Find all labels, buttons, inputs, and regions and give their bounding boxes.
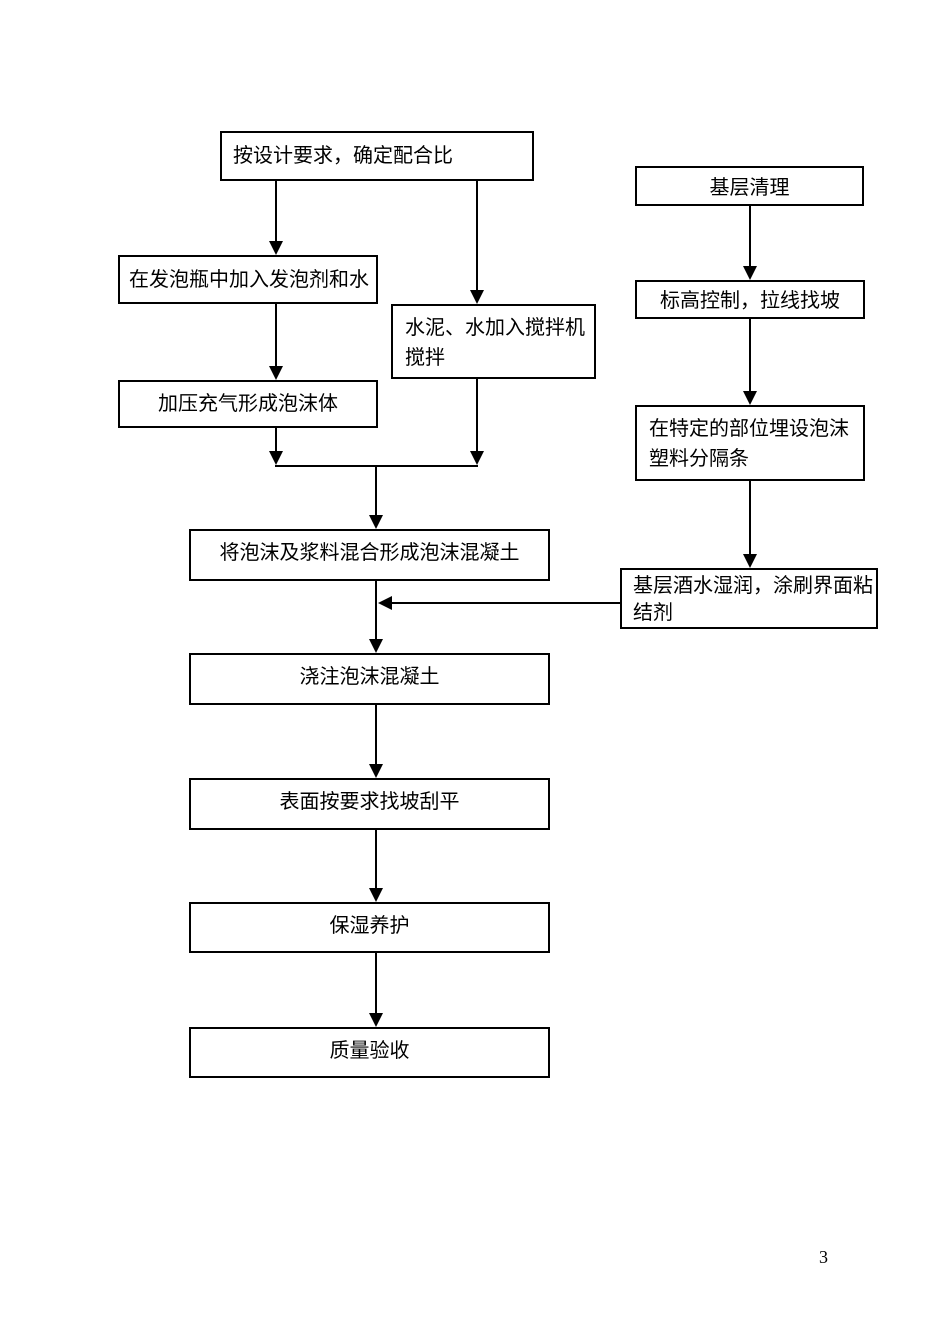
connector-wetbase-to-spine	[392, 602, 620, 604]
arrowhead-down-icon	[470, 290, 484, 304]
flow-node-determine-mix-ratio: 按设计要求，确定配合比	[220, 131, 534, 181]
flow-node-pressurize-foam: 加压充气形成泡沫体	[118, 380, 378, 428]
arrowhead-down-icon	[743, 554, 757, 568]
arrowhead-down-icon	[369, 1013, 383, 1027]
arrowhead-down-icon	[470, 451, 484, 465]
connector-strips-to-wetbase	[749, 481, 751, 554]
connector-merge-to-mix	[375, 467, 377, 515]
connector-pour-to-surface	[375, 705, 377, 764]
arrowhead-down-icon	[369, 639, 383, 653]
connector-determine-to-foaming	[275, 181, 277, 241]
connector-elevation-to-strips	[749, 319, 751, 391]
page-number: 3	[819, 1247, 828, 1267]
arrowhead-left-icon	[378, 596, 392, 610]
connector-pressurize-to-merge	[275, 428, 277, 451]
flow-node-moist-curing: 保湿养护	[189, 902, 550, 953]
connector-mix-to-pour	[375, 581, 377, 639]
connector-surface-to-curing	[375, 830, 377, 888]
arrowhead-down-icon	[269, 241, 283, 255]
flow-node-add-foaming-agent: 在发泡瓶中加入发泡剂和水	[118, 255, 378, 304]
flow-node-elevation-control: 标高控制，拉线找坡	[635, 280, 865, 319]
flow-node-quality-acceptance: 质量验收	[189, 1027, 550, 1078]
flow-node-surface-leveling: 表面按要求找坡刮平	[189, 778, 550, 830]
arrowhead-down-icon	[743, 266, 757, 280]
arrowhead-down-icon	[743, 391, 757, 405]
connector-cement-to-merge	[476, 379, 478, 451]
arrowhead-down-icon	[269, 451, 283, 465]
connector-determine-to-cement	[476, 181, 478, 290]
flow-node-embed-separator-strips: 在特定的部位埋设泡沫 塑料分隔条	[635, 405, 865, 481]
flow-node-wet-base-bonding-agent: 基层酒水湿润，涂刷界面粘 结剂	[620, 568, 878, 629]
flow-node-base-cleaning: 基层清理	[635, 166, 864, 206]
connector-curing-to-acceptance	[375, 953, 377, 1013]
flow-node-mix-foam-slurry: 将泡沫及浆料混合形成泡沫混凝土	[189, 529, 550, 581]
merge-line	[275, 465, 478, 467]
arrowhead-down-icon	[369, 515, 383, 529]
connector-cleaning-to-elevation	[749, 206, 751, 266]
connector-foaming-to-pressurize	[275, 304, 277, 366]
flow-node-cement-water-mixing: 水泥、水加入搅拌机 搅拌	[391, 304, 596, 379]
flow-node-pour-foam-concrete: 浇注泡沫混凝土	[189, 653, 550, 705]
arrowhead-down-icon	[369, 888, 383, 902]
arrowhead-down-icon	[269, 366, 283, 380]
arrowhead-down-icon	[369, 764, 383, 778]
